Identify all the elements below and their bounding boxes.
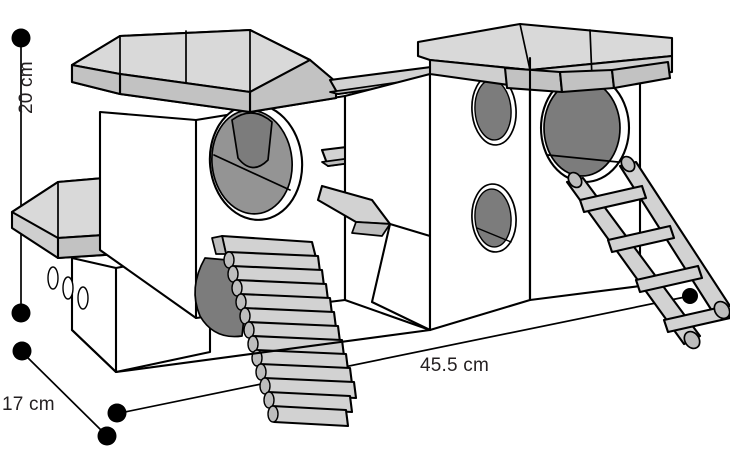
log-12	[270, 404, 350, 428]
left-opening-floor-line	[213, 154, 291, 191]
ladder-rung-4	[662, 304, 730, 334]
dimension-line-width	[107, 288, 698, 423]
dimension-label-width: 45.5 cm	[420, 355, 489, 376]
dimension-dot-width-end	[682, 288, 698, 304]
tower-front-opening-floor	[547, 154, 619, 163]
lower-ramp-tip	[351, 221, 391, 237]
dimension-dot-depth-end	[97, 426, 117, 446]
ladder-rail-left-end	[683, 330, 701, 350]
ladder	[565, 155, 730, 350]
log-bridge	[194, 234, 358, 428]
ladder-rung-1	[578, 184, 648, 214]
base-outline	[70, 328, 432, 374]
ladder-rail-left-top	[567, 171, 583, 189]
left-tall-roof-left-edge	[70, 63, 122, 96]
ladder-rung-3	[634, 264, 704, 294]
ladder-rail-right-end	[713, 300, 730, 320]
roof-edge-tile-3	[610, 60, 672, 90]
dimension-dot-top	[11, 28, 31, 48]
dimension-label-depth: 17 cm	[2, 394, 55, 415]
ladder-rung-2	[606, 224, 676, 254]
dimension-line-depth	[12, 341, 117, 446]
bridge-log-caps	[223, 251, 279, 423]
roof-edge-tile-1	[503, 66, 564, 94]
vent-hole-3	[77, 286, 89, 310]
dimension-line-height	[11, 28, 31, 323]
dimension-dot-depth-start	[12, 341, 32, 361]
log-top-plank-end	[211, 235, 227, 255]
dimension-label-height: 20 cm	[16, 61, 37, 114]
tower-side-opening-bottom	[474, 188, 512, 248]
ladder-rail-right-top	[620, 155, 636, 173]
right-tower	[416, 22, 674, 332]
left-opening-shadow	[231, 112, 273, 169]
dimension-lines	[11, 28, 698, 446]
tower-side-opening-floor	[476, 227, 512, 243]
vent-hole-1	[47, 266, 59, 290]
base-front-edge	[70, 328, 432, 374]
roof-edge-tile-2	[558, 68, 616, 94]
dimension-dot-bottom	[11, 303, 31, 323]
log-cap-12	[267, 405, 279, 423]
vent-hole-2	[62, 276, 74, 300]
dimension-dot-width-start	[107, 403, 127, 423]
